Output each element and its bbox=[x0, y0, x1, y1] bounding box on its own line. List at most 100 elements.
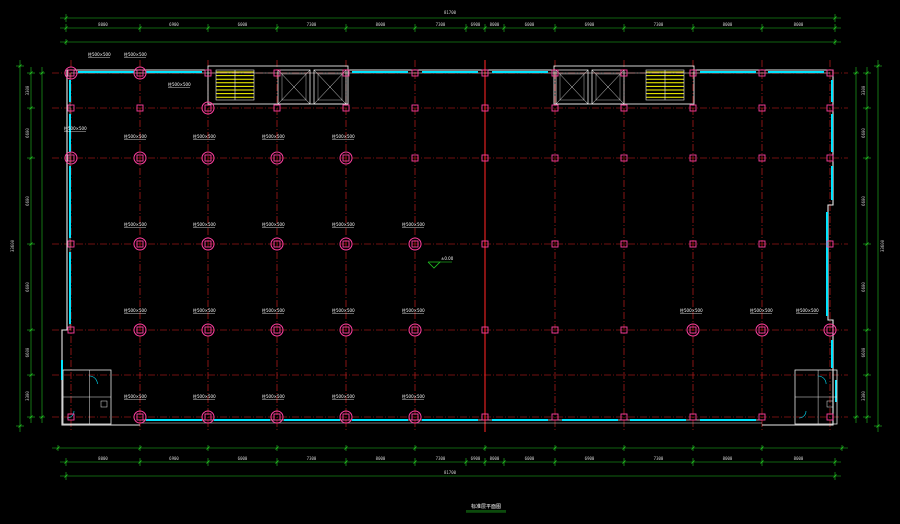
column-tag-text: 柱500×500 bbox=[402, 393, 425, 399]
span-dimension-text: 6000 bbox=[525, 22, 535, 27]
elevator-shaft bbox=[277, 69, 311, 105]
column-square bbox=[551, 154, 559, 162]
column-square bbox=[136, 104, 144, 112]
column-marker bbox=[686, 323, 700, 337]
column-marker bbox=[823, 323, 837, 337]
wall-segment bbox=[694, 69, 834, 426]
column-marker bbox=[201, 323, 215, 337]
dimension-slash bbox=[29, 373, 33, 377]
span-dimension-text: 6000 bbox=[238, 22, 248, 27]
dimension-slash bbox=[502, 26, 506, 30]
span-dimension-text: 8000 bbox=[376, 456, 386, 461]
dimension-slash bbox=[483, 460, 487, 464]
column-square bbox=[411, 154, 419, 162]
column-square bbox=[136, 154, 144, 162]
column-square bbox=[411, 104, 419, 112]
corner-rooms bbox=[62, 369, 838, 425]
dimension-slash bbox=[760, 446, 764, 450]
span-dimension-text: 6900 bbox=[471, 22, 481, 27]
column-marker bbox=[133, 323, 147, 337]
column-marker bbox=[201, 410, 215, 424]
dimension-slash bbox=[833, 40, 837, 44]
span-dimension-text: 8000 bbox=[723, 456, 733, 461]
dimension-slash bbox=[344, 446, 348, 450]
dimension-slash bbox=[29, 71, 33, 75]
stair-elevator-cores bbox=[207, 65, 695, 105]
dimension-slash bbox=[64, 460, 68, 464]
column-marker bbox=[270, 323, 284, 337]
window-strips bbox=[61, 71, 837, 421]
column-square bbox=[689, 154, 697, 162]
elevator-shaft bbox=[555, 69, 589, 105]
dimension-slash bbox=[854, 415, 858, 419]
column-marker bbox=[755, 323, 769, 337]
column-marker bbox=[133, 151, 147, 165]
span-dimension-text: 3300 bbox=[861, 391, 866, 401]
column-marker bbox=[339, 410, 353, 424]
span-dimension-text: 7300 bbox=[654, 456, 664, 461]
dimension-slash bbox=[760, 460, 764, 464]
dimension-slash bbox=[833, 26, 837, 30]
column-square bbox=[411, 413, 419, 421]
column-square bbox=[67, 240, 75, 248]
dimension-slash bbox=[64, 474, 68, 478]
column-marker bbox=[339, 237, 353, 251]
door-swing bbox=[89, 375, 98, 385]
column-tag-text: 柱500×500 bbox=[124, 221, 147, 227]
span-dimension-text: 7300 bbox=[436, 456, 446, 461]
span-dimension-text: 8000 bbox=[794, 456, 804, 461]
column-square bbox=[620, 326, 628, 334]
dimension-slash bbox=[18, 424, 22, 428]
column-square bbox=[481, 240, 489, 248]
column-tag-text: 柱500×500 bbox=[193, 307, 216, 313]
column-square bbox=[342, 69, 350, 77]
dimension-slash bbox=[691, 460, 695, 464]
dimension-slash bbox=[56, 446, 60, 450]
column-marker bbox=[64, 66, 78, 80]
dimension-slash bbox=[206, 460, 210, 464]
elevator-shaft bbox=[591, 69, 625, 105]
column-marker bbox=[339, 323, 353, 337]
column-square bbox=[411, 69, 419, 77]
column-tag-text: 柱500×500 bbox=[124, 133, 147, 139]
dimension-slash bbox=[876, 424, 880, 428]
column-tag-text: 柱500×500 bbox=[750, 307, 773, 313]
column-square bbox=[67, 413, 75, 421]
column-marker bbox=[270, 410, 284, 424]
span-dimension-text: 6600 bbox=[25, 128, 30, 138]
dimension-slash bbox=[206, 26, 210, 30]
column-square bbox=[551, 240, 559, 248]
column-marker bbox=[201, 101, 215, 115]
column-tag-text: 柱500×500 bbox=[332, 393, 355, 399]
span-dimension-text: 6600 bbox=[861, 196, 866, 206]
dimension-slash bbox=[29, 415, 33, 419]
right-overall-dimension: 33600 bbox=[880, 239, 885, 252]
column-square bbox=[481, 104, 489, 112]
dimension-slash bbox=[413, 460, 417, 464]
column-tag-text: 柱500×500 bbox=[168, 81, 191, 87]
column-square bbox=[67, 326, 75, 334]
column-square bbox=[273, 104, 281, 112]
column-square bbox=[67, 104, 75, 112]
exterior-walls bbox=[61, 69, 834, 426]
dimension-slash bbox=[464, 26, 468, 30]
column-square bbox=[758, 104, 766, 112]
column-marker bbox=[201, 151, 215, 165]
column-square bbox=[689, 69, 697, 77]
dimension-slash bbox=[876, 64, 880, 68]
span-dimension-text: 6600 bbox=[25, 347, 30, 357]
elevator-cross bbox=[555, 69, 589, 105]
dimension-slash bbox=[18, 64, 22, 68]
column-tag-text: 柱500×500 bbox=[124, 307, 147, 313]
column-square bbox=[67, 154, 75, 162]
column-tag-text: 柱500×500 bbox=[124, 393, 147, 399]
dimension-slash bbox=[464, 460, 468, 464]
dimension-slash bbox=[553, 446, 557, 450]
dimension-slash bbox=[833, 16, 837, 20]
dimension-slash bbox=[865, 373, 869, 377]
column-square bbox=[273, 154, 281, 162]
dimension-slash bbox=[483, 446, 487, 450]
column-square bbox=[273, 413, 281, 421]
column-tag-text: 柱500×500 bbox=[124, 51, 147, 57]
